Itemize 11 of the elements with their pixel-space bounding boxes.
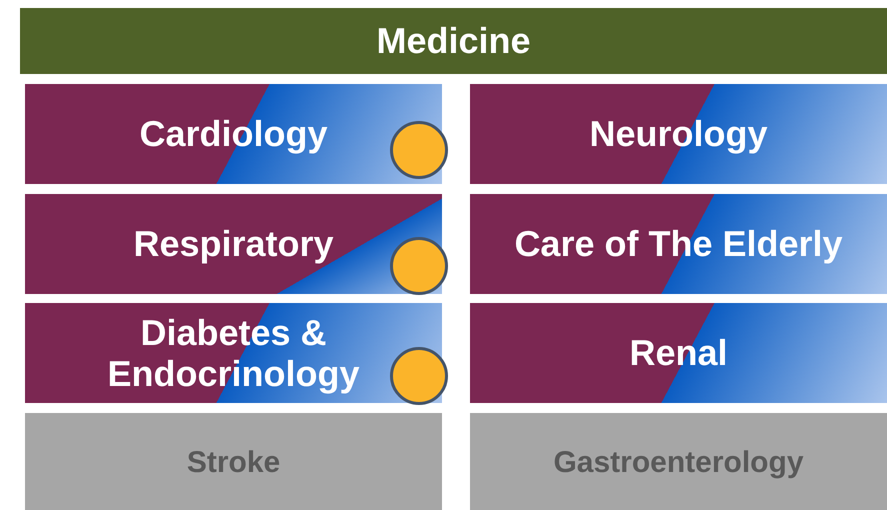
title-text: Medicine (375, 20, 532, 62)
specialty-box (25, 413, 442, 510)
specialty-label: Care of The Elderly (513, 223, 844, 265)
specialty-label: Stroke (186, 446, 282, 480)
specialty-box (25, 194, 442, 294)
specialty-box (470, 413, 887, 510)
specialty-label: Gastroenterology (552, 446, 805, 480)
header-band (20, 8, 887, 74)
specialty-box (470, 303, 887, 403)
specialty-box (470, 194, 887, 294)
specialty-label: Respiratory (132, 223, 335, 265)
